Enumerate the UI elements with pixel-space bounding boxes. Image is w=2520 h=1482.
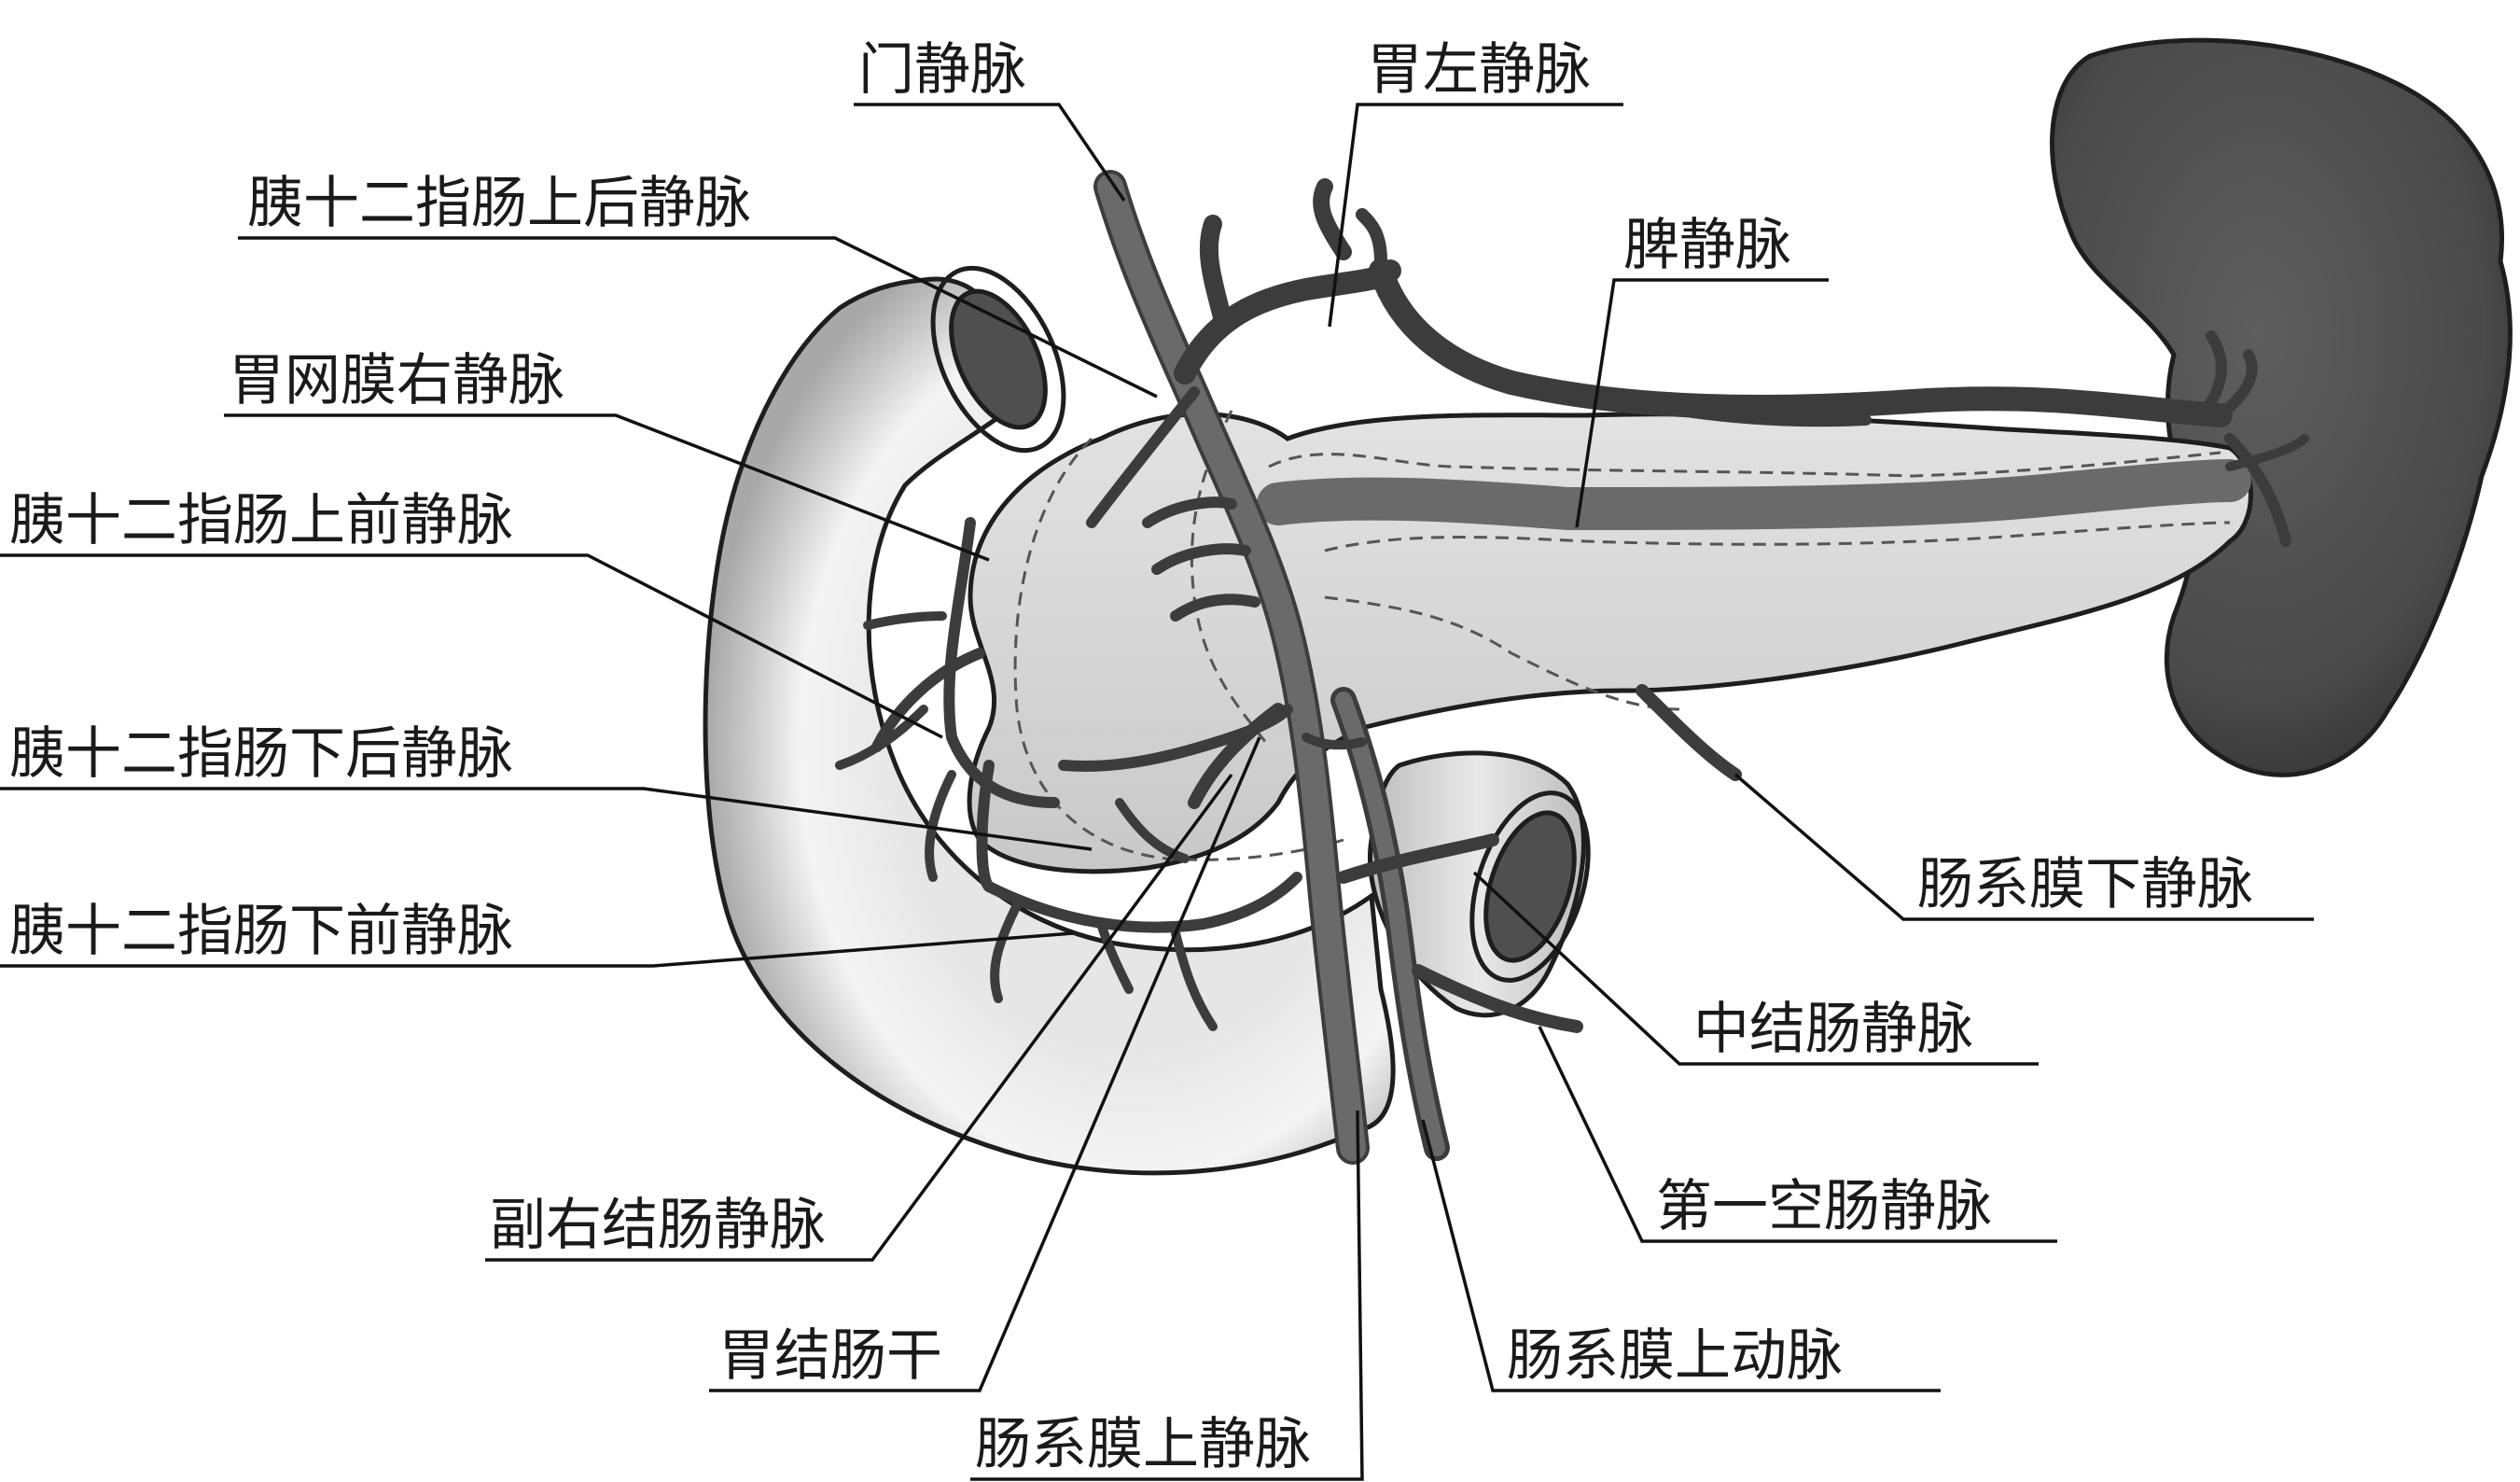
- label-right-gastroepiploic-vein: 胃网膜右静脉: [229, 348, 564, 413]
- label-superior-mesenteric-vein: 肠系膜上静脉: [975, 1412, 1311, 1477]
- label-left-gastric-vein: 胃左静脉: [1367, 37, 1591, 103]
- leader-lines: [0, 103, 2314, 1481]
- label-accessory-right-colic-vein: 副右结肠静脉: [490, 1193, 826, 1258]
- label-portal-vein: 门静脉: [858, 37, 1026, 103]
- label-asp-duodenal-vein: 胰十二指肠上前静脉: [9, 488, 513, 553]
- spleen: [2050, 37, 2513, 777]
- label-middle-colic-vein: 中结肠静脉: [1693, 997, 1973, 1062]
- pancreas: [967, 412, 2253, 874]
- label-ipd-ant-vein: 胰十二指肠下前静脉: [9, 899, 513, 964]
- label-inferior-mesenteric-vein: 肠系膜下静脉: [1917, 852, 2253, 917]
- label-splenic-vein: 脾静脉: [1623, 213, 1791, 278]
- jejunum-lumen: [1483, 810, 1577, 963]
- label-gastrocolic-trunk: 胃结肠干: [718, 1323, 942, 1389]
- label-ipd-post-vein: 胰十二指肠下后静脉: [9, 721, 513, 787]
- duodenum-lumen: [949, 288, 1048, 430]
- label-first-jejunal-vein: 第一空肠静脉: [1656, 1174, 1992, 1239]
- label-psp-duodenal-vein: 胰十二指肠上后静脉: [247, 171, 751, 236]
- label-superior-mesenteric-artery: 肠系膜上动脉: [1507, 1323, 1843, 1389]
